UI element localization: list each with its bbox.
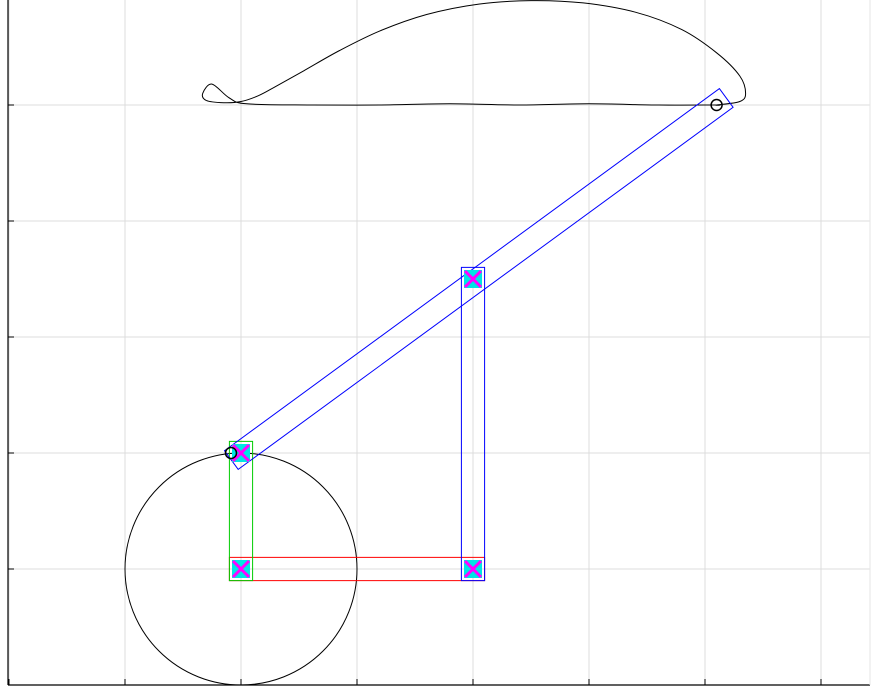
joint-marker-coupler-point: [710, 98, 723, 112]
coupler-curve: [201, 0, 747, 106]
pivot-crank-tip-cross-b: [231, 443, 251, 463]
pivot-ground-left-cross-b: [231, 559, 251, 579]
markers: [224, 98, 723, 579]
coupler-link: [223, 87, 734, 471]
pivot-ground-right-cross-b: [463, 559, 483, 579]
axes: [7, 0, 871, 686]
pivot-rocker-tip-cross-b: [463, 269, 483, 289]
grid: [8, 0, 870, 685]
joint-marker-crank: [224, 446, 238, 460]
curves: [124, 0, 747, 686]
rocker-link: [460, 266, 486, 582]
crank-link: [228, 440, 254, 582]
links: [223, 87, 734, 582]
